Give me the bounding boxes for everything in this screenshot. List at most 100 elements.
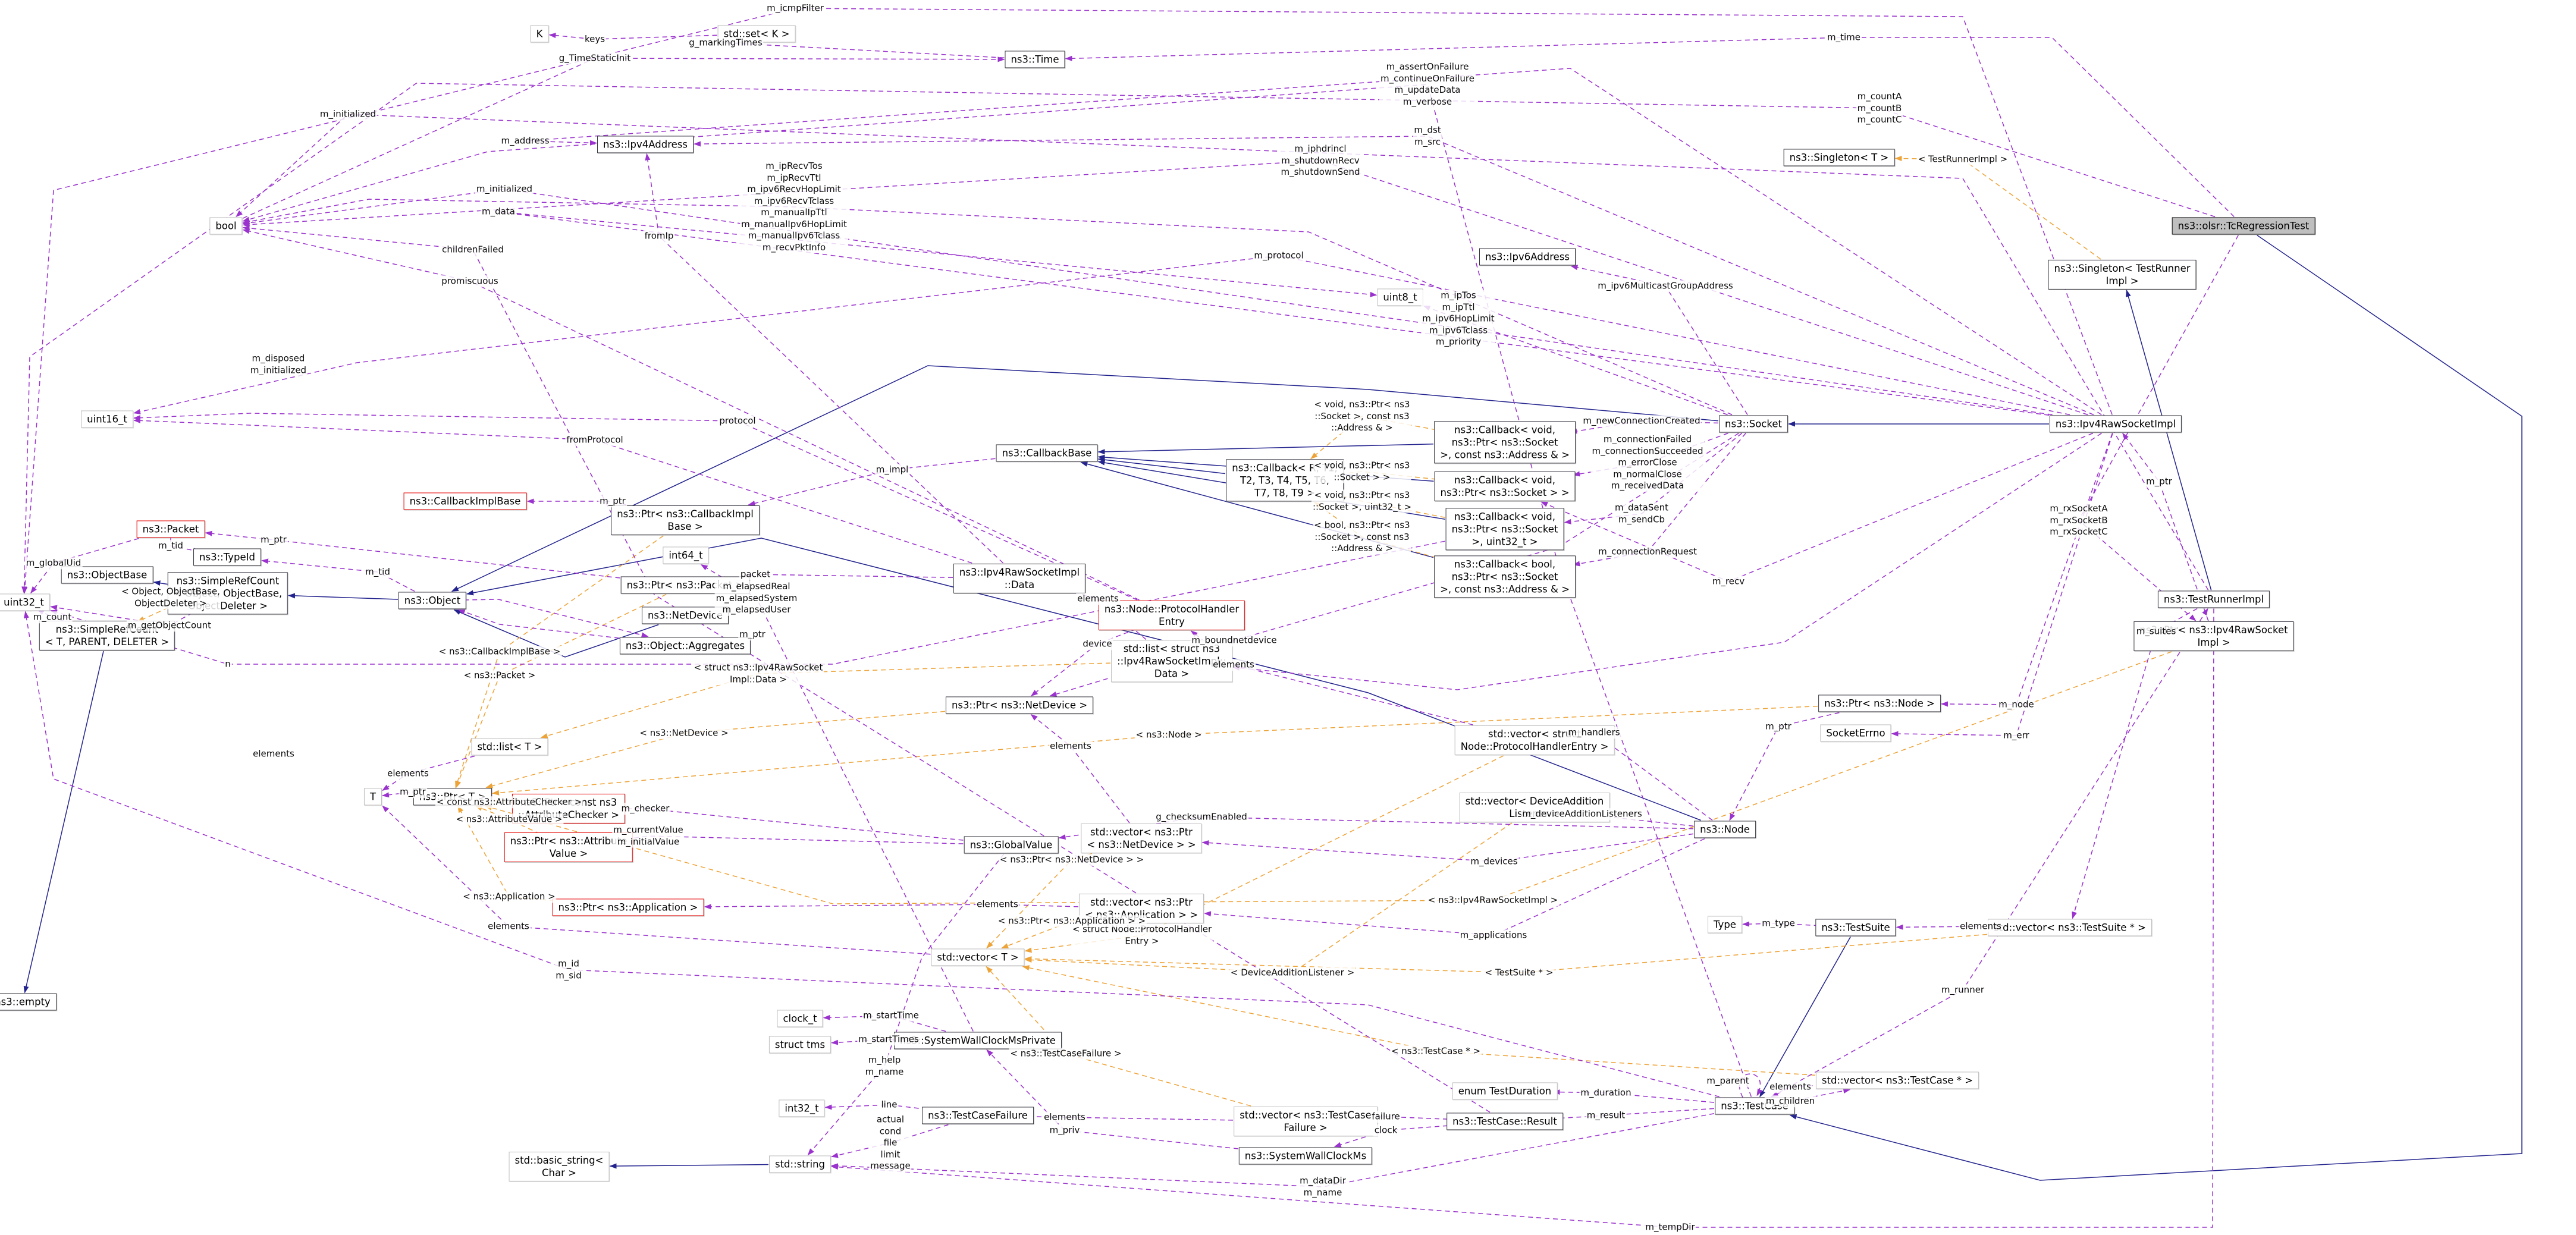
edge-label-m-datasent: m_dataSent m_sendCb (1613, 502, 1670, 526)
node-ns3-object[interactable]: ns3::Object (398, 592, 467, 609)
edge-label-m-deviceadditionlisteners: m_deviceAdditionListeners (1521, 808, 1643, 820)
edge-label-elements: elements (1959, 920, 2003, 932)
edge-n31-n8 (133, 417, 972, 564)
node-ns3-node[interactable]: ns3::Node (1694, 821, 1756, 838)
node-ns3-testcase-result[interactable]: ns3::TestCase::Result (1447, 1113, 1563, 1130)
edge-label-const-ns3-attributechecker: < const ns3::AttributeChecker > (435, 796, 583, 808)
edge-label-m-boundnetdevice: m_boundnetdevice (1190, 634, 1278, 646)
edge-n30-n5 (242, 160, 2088, 416)
edge-label-elements: elements (1768, 1081, 1812, 1093)
node-ns3-ipv4rawsocketimpl[interactable]: ns3::Ipv4RawSocketImpl (2049, 415, 2182, 433)
node-std-vector-ns3-testcase-failure: std::vector< ns3::TestCase Failure > (1234, 1106, 1378, 1137)
edge-n29-n17 (451, 365, 1719, 592)
node-ns3-systemwallclockmsprivate[interactable]: ns3::SystemWallClockMsPrivate (894, 1032, 1062, 1049)
edge-label-struct-ns3-ipv4rawsocket: < struct ns3::Ipv4RawSocket Impl::Data > (692, 662, 824, 686)
edge-label-m-data: m_data (481, 206, 516, 218)
node-ns3-object-aggregates[interactable]: ns3::Object::Aggregates (619, 637, 751, 655)
edge-label-m-help: m_help m_name (864, 1054, 905, 1078)
node-ns3-ptr-ns3-node[interactable]: ns3::Ptr< ns3::Node > (1818, 695, 1941, 712)
edge-n32-n8 (133, 413, 1138, 601)
edge-label-m-initialized: m_initialized (475, 183, 534, 195)
edge-n20-n37 (456, 593, 667, 788)
edge-n12-n11 (153, 580, 170, 586)
node-ns3-time[interactable]: ns3::Time (1005, 51, 1065, 68)
edge-n47-n42 (1201, 833, 1694, 862)
edge-label-ns3-ptr-ns3-application: < ns3::Ptr< ns3::Application > > (996, 915, 1147, 927)
edge-label-m-elapsedreal: m_elapsedReal m_elapsedSystem m_elapsedU… (714, 580, 799, 616)
edge-label-m-devices: m_devices (1469, 856, 1519, 868)
edge-n34-n37 (485, 711, 946, 788)
edge-label-elements: elements (1212, 659, 1256, 671)
node-ns3-ipv4address[interactable]: ns3::Ipv4Address (597, 136, 694, 153)
edge-label-m-newconnectioncreated: m_newConnectionCreated (1582, 415, 1702, 427)
node-std-vector-ns3-testsuite: std::vector< ns3::TestSuite * > (1988, 919, 2152, 937)
edge-n30-n4 (525, 68, 2102, 416)
edge-label-actual: actual cond file limit message (869, 1114, 912, 1172)
node-ns3-testsuite[interactable]: ns3::TestSuite (1815, 919, 1896, 937)
edge-n20-n9 (205, 530, 620, 579)
node-ns3-testrunnerimpl[interactable]: ns3::TestRunnerImpl (2157, 590, 2270, 608)
edge-n30-n49 (1891, 433, 2113, 737)
edge-label-failure: failure (1370, 1111, 1401, 1123)
node-ns3-callback-void-ns3-ptr-ns3-socket[interactable]: ns3::Callback< void, ns3::Ptr< ns3::Sock… (1434, 471, 1576, 502)
node-ns3-objectbase[interactable]: ns3::ObjectBase (61, 566, 153, 584)
edge-label-m-parent: m_parent (1705, 1075, 1750, 1087)
node-ns3-testcasefailure[interactable]: ns3::TestCaseFailure (922, 1107, 1034, 1124)
edge-label-m-id: m_id m_sid (554, 958, 583, 982)
node-ns3-ipv4rawsocketimpl-data[interactable]: ns3::Ipv4RawSocketImpl ::Data (953, 563, 1086, 594)
edge-n58-n5 (242, 84, 1752, 1097)
node-ns3-callbackimplbase[interactable]: ns3::CallbackImplBase (403, 492, 527, 510)
edge-n58-n61 (1552, 1108, 1715, 1121)
node-ns3-callback-bool-ns3-ptr-ns3-socket-const-ns3-address[interactable]: ns3::Callback< bool, ns3::Ptr< ns3::Sock… (1434, 555, 1576, 598)
edge-label-m-globaluid: m_globalUid (24, 557, 83, 569)
edge-label-ns3-netdevice: < ns3::NetDevice > (638, 727, 730, 739)
node-ns3-ptr-ns3-attribute-value[interactable]: ns3::Ptr< ns3::Attribute Value > (504, 832, 633, 863)
node-ns3-globalvalue[interactable]: ns3::GlobalValue (964, 836, 1059, 854)
edge-label-ns3-ptr-ns3-netdevice: < ns3::Ptr< ns3::NetDevice > > (998, 854, 1146, 866)
node-ns3-ptr-ns3-callbackimpl-base[interactable]: ns3::Ptr< ns3::CallbackImpl Base > (611, 505, 760, 536)
edge-label-m-address: m_address (500, 135, 551, 147)
edge-n25-n23 (1097, 444, 1434, 455)
node-int64-t: int64_t (663, 546, 709, 564)
node-ns3-singleton-testrunner-impl[interactable]: ns3::Singleton< TestRunner Impl > (2048, 259, 2197, 290)
edge-n43-n40 (704, 904, 1079, 910)
edge-label-m-connectionfailed: m_connectionFailed m_connectionSucceeded… (1590, 433, 1705, 492)
node-ns3-socket[interactable]: ns3::Socket (1719, 415, 1788, 433)
node-ns3-ptr-ns3-application[interactable]: ns3::Ptr< ns3::Application > (552, 898, 704, 916)
node-ns3-empty[interactable]: ns3::empty (0, 993, 57, 1011)
node-ns3-ipv6address[interactable]: ns3::Ipv6Address (1479, 248, 1576, 266)
edge-label-elements: elements (1043, 1111, 1087, 1123)
edge-label-keys: keys (583, 33, 607, 45)
edge-label-void-ns3-ptr-ns3: < void, ns3::Ptr< ns3 ::Socket > > (1313, 460, 1411, 483)
node-ns3-singleton-t[interactable]: ns3::Singleton< T > (1783, 149, 1895, 166)
edge-label-protocol: protocol (718, 415, 757, 427)
node-ns3-packet[interactable]: ns3::Packet (136, 520, 205, 538)
edge-n58-n60 (1552, 1089, 1715, 1103)
node-ns3-systemwallclockms[interactable]: ns3::SystemWallClockMs (1238, 1147, 1373, 1165)
node-ns3-callback-void-ns3-ptr-ns3-socket-const-ns3-address[interactable]: ns3::Callback< void, ns3::Ptr< ns3::Sock… (1434, 421, 1576, 464)
edge-label-m-icmpfilter: m_icmpFilter (765, 2, 825, 14)
edge-label-clock: clock (1373, 1124, 1399, 1136)
node-struct-tms: struct tms (768, 1036, 832, 1054)
edge-label-ns3-application: < ns3::Application > (462, 891, 557, 903)
node-ns3-callback-void-ns3-ptr-ns3-socket-uint32-t[interactable]: ns3::Callback< void, ns3::Ptr< ns3::Sock… (1445, 508, 1564, 551)
edge-n30-n33 (1232, 432, 2102, 690)
edge-n64-n66 (823, 1014, 946, 1032)
node-ns3-node-protocolhandler-entry[interactable]: ns3::Node::ProtocolHandler Entry (1098, 600, 1245, 631)
edge-label-m-time: m_time (1825, 32, 1862, 43)
edge-label-m-priv: m_priv (1048, 1124, 1081, 1136)
edge-n64-n67 (831, 1039, 936, 1045)
edge-n30-n4 (694, 136, 2094, 416)
node-ns3-ptr-ns3-netdevice[interactable]: ns3::Ptr< ns3::NetDevice > (945, 696, 1094, 714)
node-ns3-netdevice[interactable]: ns3::NetDevice (641, 606, 729, 624)
edge-n32-n5 (242, 228, 1140, 601)
node-std-vector-ns3-testcase: std::vector< ns3::TestCase * > (1815, 1071, 1979, 1089)
node-ns3-callbackbase[interactable]: ns3::CallbackBase (996, 444, 1098, 462)
node-uint8-t: uint8_t (1377, 288, 1423, 306)
edge-label-ns3-ipv4rawsocketimpl: < ns3::Ipv4RawSocketImpl > (1426, 894, 1560, 906)
edge-label-ns3-attributevalue: < ns3::AttributeValue > (454, 813, 564, 825)
edge-label-void-ns3-ptr-ns3: < void, ns3::Ptr< ns3 ::Socket >, uint32… (1311, 489, 1413, 513)
edge-label-ns3-callbackimplbase: < ns3::CallbackImplBase > (437, 646, 562, 658)
node-ns3-typeid[interactable]: ns3::TypeId (193, 548, 261, 566)
